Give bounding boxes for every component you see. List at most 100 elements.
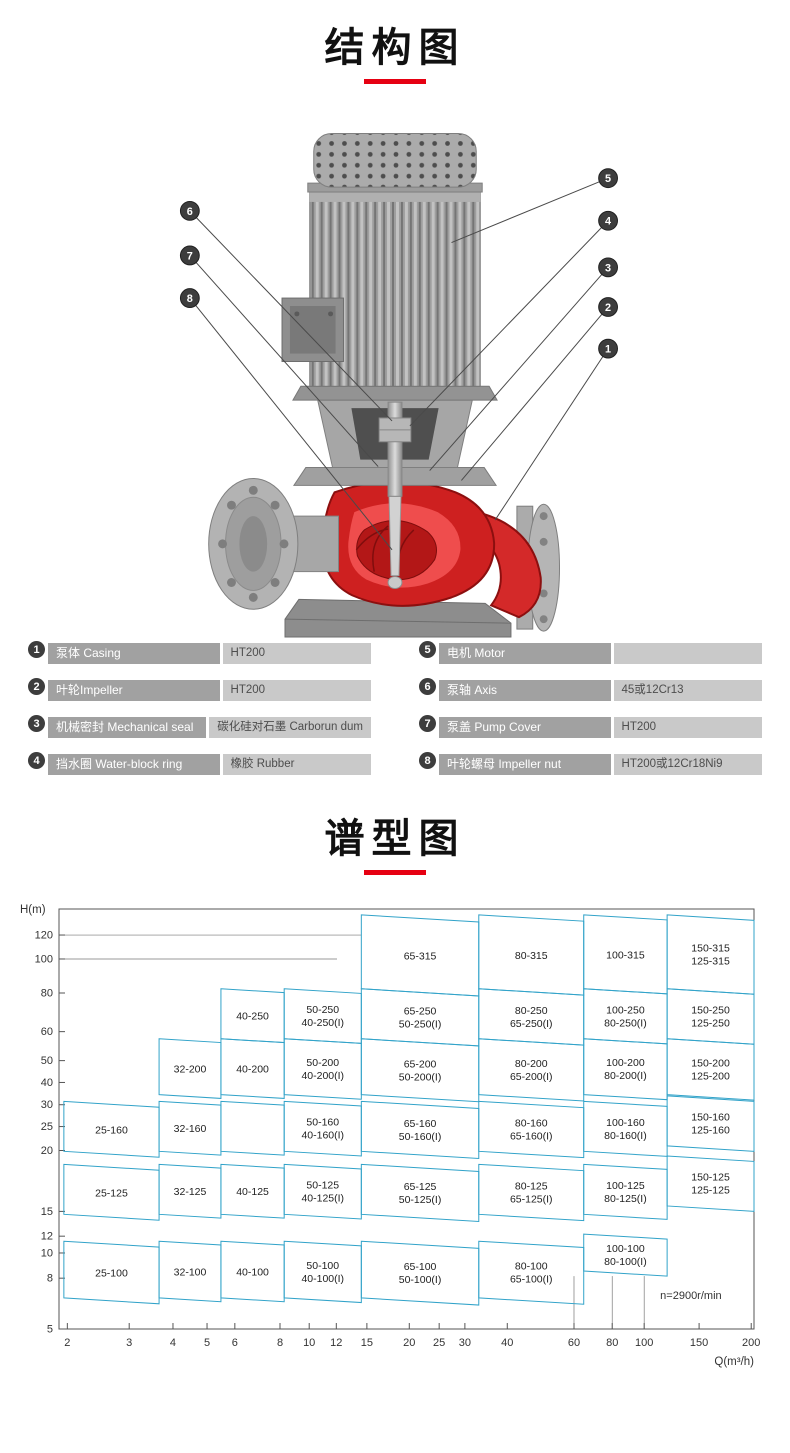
part-number-badge: 2 bbox=[28, 678, 45, 695]
region-label: 65-100(I) bbox=[510, 1274, 553, 1286]
callout-leader-line bbox=[189, 297, 393, 551]
pump-model-region bbox=[283, 1100, 362, 1157]
region-label: 25-100 bbox=[95, 1268, 128, 1280]
y-tick-label: 20 bbox=[41, 1145, 53, 1157]
y-tick-label: 80 bbox=[41, 988, 53, 1000]
region-label: 80-160 bbox=[515, 1118, 548, 1130]
region-label: 40-200(I) bbox=[301, 1070, 344, 1082]
y-tick-label: 120 bbox=[35, 930, 53, 942]
x-tick-label: 5 bbox=[204, 1337, 210, 1349]
flange-bolt bbox=[227, 500, 236, 510]
pump-model-region bbox=[63, 1100, 160, 1158]
part-number-badge: 3 bbox=[28, 715, 45, 732]
product-page: 结构图 bbox=[0, 26, 790, 1368]
spectrum-section-title: 谱型图 bbox=[324, 817, 466, 861]
part-number-badge: 6 bbox=[419, 678, 436, 695]
region-label: 32-160 bbox=[174, 1123, 207, 1135]
pump-model-region bbox=[220, 1163, 285, 1219]
pump-model-region bbox=[283, 1240, 362, 1304]
region-label: 65-100 bbox=[404, 1261, 437, 1273]
region-label: 50-200 bbox=[306, 1057, 339, 1069]
region-label: 50-100 bbox=[306, 1260, 339, 1272]
callout-leader-line bbox=[494, 348, 609, 521]
region-label: 65-125(I) bbox=[510, 1194, 553, 1206]
y-tick-label: 25 bbox=[41, 1121, 53, 1133]
region-label: 80-100 bbox=[515, 1261, 548, 1273]
x-tick-label: 6 bbox=[232, 1337, 238, 1349]
region-label: 40-125(I) bbox=[301, 1193, 344, 1205]
callout-number: 6 bbox=[187, 206, 193, 218]
part-number-badge: 5 bbox=[419, 641, 436, 658]
region-label: 125-125 bbox=[691, 1185, 730, 1197]
region-label: 32-125 bbox=[174, 1186, 207, 1198]
flange-bolt bbox=[218, 539, 228, 549]
region-label: 50-160(I) bbox=[399, 1131, 442, 1143]
callout-number: 4 bbox=[605, 216, 611, 228]
pump-model-region bbox=[220, 1240, 285, 1303]
region-label: 50-125 bbox=[306, 1180, 339, 1192]
region-label: 40-200 bbox=[236, 1064, 269, 1076]
spectrum-title-block: 谱型图 bbox=[0, 817, 790, 875]
region-label: 50-160 bbox=[306, 1117, 339, 1129]
pump-model-region bbox=[220, 1038, 285, 1099]
callout-badge bbox=[179, 200, 200, 221]
region-label: 50-250 bbox=[306, 1004, 339, 1016]
y-axis-title: H(m) bbox=[20, 904, 46, 916]
part-name: 泵轴 Axis bbox=[439, 680, 611, 701]
part-name: 泵体 Casing bbox=[48, 643, 220, 664]
title-underline bbox=[364, 79, 426, 84]
region-label: 80-315 bbox=[515, 950, 548, 962]
flange-bolt bbox=[270, 500, 280, 510]
y-tick-label: 5 bbox=[47, 1324, 53, 1336]
callout-number: 2 bbox=[605, 302, 611, 314]
region-label: 50-125(I) bbox=[399, 1194, 442, 1206]
y-tick-label: 50 bbox=[41, 1055, 53, 1067]
region-label: 125-250 bbox=[691, 1018, 730, 1030]
region-label: 50-100(I) bbox=[399, 1274, 442, 1286]
x-tick-label: 100 bbox=[635, 1337, 653, 1349]
flange-bolt bbox=[279, 539, 289, 549]
part-material: 碳化硅对石墨 Carborun dum bbox=[209, 717, 371, 738]
region-label: 65-160(I) bbox=[510, 1131, 553, 1143]
pump-model-region bbox=[158, 1163, 222, 1219]
region-label: 40-250 bbox=[236, 1011, 269, 1023]
motor-fan-cover bbox=[313, 133, 477, 188]
region-label: 40-160(I) bbox=[301, 1130, 344, 1142]
flange-bolt bbox=[539, 589, 548, 598]
callout-leader-line bbox=[429, 267, 609, 471]
x-tick-label: 4 bbox=[170, 1337, 176, 1349]
pump-model-region bbox=[158, 1038, 222, 1099]
x-axis-title: Q(m³/h) bbox=[714, 1356, 754, 1368]
x-tick-label: 150 bbox=[690, 1337, 708, 1349]
y-tick-label: 100 bbox=[35, 953, 53, 965]
x-tick-label: 2 bbox=[64, 1337, 70, 1349]
flange-bolt bbox=[227, 578, 236, 587]
callout-badge bbox=[598, 168, 618, 189]
region-label: 100-250 bbox=[606, 1004, 645, 1016]
y-tick-label: 8 bbox=[47, 1273, 53, 1285]
part-name: 泵盖 Pump Cover bbox=[439, 717, 611, 738]
part-number-badge: 8 bbox=[419, 752, 436, 769]
x-tick-label: 60 bbox=[568, 1337, 580, 1349]
flange-bolt bbox=[539, 512, 548, 521]
pump-model-region bbox=[360, 1100, 480, 1160]
x-tick-label: 40 bbox=[501, 1337, 513, 1349]
y-tick-label: 12 bbox=[41, 1231, 53, 1243]
x-tick-label: 30 bbox=[459, 1337, 471, 1349]
pump-model-region bbox=[63, 1240, 160, 1305]
pump-model-region bbox=[283, 1038, 362, 1100]
region-label: 80-125(I) bbox=[604, 1193, 647, 1205]
x-tick-label: 20 bbox=[403, 1337, 415, 1349]
part-number-badge: 1 bbox=[28, 641, 45, 658]
terminal-box-bolt bbox=[328, 311, 334, 317]
title-underline bbox=[364, 870, 426, 875]
pump-model-region bbox=[220, 1100, 285, 1156]
x-tick-label: 80 bbox=[606, 1337, 618, 1349]
pump-model-region bbox=[478, 1100, 585, 1159]
